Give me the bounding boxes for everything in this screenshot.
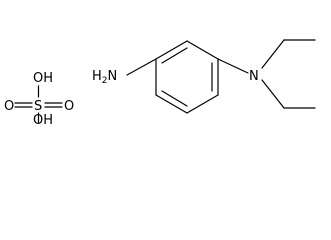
sulfuric-acid-oxygen-left-label: O: [4, 99, 14, 114]
ring-bond-2: [186, 40, 219, 60]
ring-inner-double-bond-1: [161, 47, 188, 64]
benzene-ring: [155, 40, 219, 114]
ethyl-group-lower: [261, 79, 316, 109]
sulfuric-acid: OH OH O S O: [4, 71, 74, 128]
amino-group-n: N: [108, 69, 118, 84]
sulfuric-acid-oh-bottom-label: OH: [33, 113, 53, 128]
nitrogen-label: N: [249, 69, 259, 84]
ethyl-group-upper: [261, 39, 316, 69]
chemical-structure-drawing: OH OH O S O H2N: [4, 39, 316, 128]
ring-bond-4: [186, 94, 219, 114]
ethyl-lower-bond-1: [261, 79, 285, 109]
amino-group-h-count: 2: [102, 76, 108, 86]
structure-canvas: OH OH O S O H2N: [4, 39, 316, 128]
ring-inner-double-bond-3: [161, 90, 188, 107]
svg-text:H2N: H2N: [92, 69, 117, 86]
ring-bond-1: [155, 40, 188, 60]
ethyl-upper-bond-1: [261, 39, 285, 69]
amino-group-h: H: [92, 69, 102, 84]
diethyl-phenylenediamine: H2N N: [92, 39, 316, 114]
amine-ring-bond: [126, 58, 157, 76]
amino-group-label: H2N: [92, 69, 117, 86]
sulfuric-acid-sulfur-label: S: [34, 99, 42, 114]
sulfuric-acid-oxygen-right-label: O: [64, 99, 74, 114]
ring-bond-5: [155, 94, 188, 114]
ring-nitrogen-bond: [217, 58, 249, 74]
sulfuric-acid-oh-top-label: OH: [33, 71, 53, 86]
